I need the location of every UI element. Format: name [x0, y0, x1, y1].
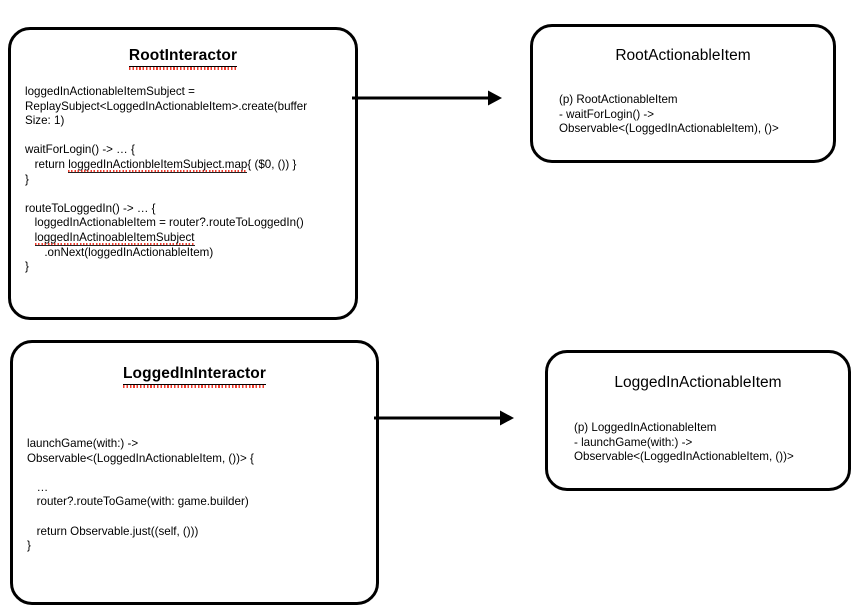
code-line: waitForLogin() -> … {	[25, 143, 135, 157]
code-line: }	[25, 260, 29, 274]
misspelled-term: loggedInActinoableItemSubject	[34, 230, 195, 246]
code-line: loggedInActionableItemSubject =	[25, 85, 195, 98]
code-line: loggedInActionableItem = router?.routeTo…	[25, 216, 304, 230]
node-root-interactor[interactable]: RootInteractor loggedInActionableItemSub…	[8, 27, 358, 320]
node-root-interactor-title-text: RootInteractor	[128, 47, 238, 70]
node-root-interactor-body: loggedInActionableItemSubject = ReplaySu…	[25, 85, 308, 274]
connector-root-to-root-actionable	[352, 90, 502, 106]
node-root-interactor-title: RootInteractor	[11, 47, 355, 70]
node-loggedin-actionable-item[interactable]: LoggedInActionableItem (p) LoggedInActio…	[545, 350, 851, 491]
node-loggedin-interactor[interactable]: LoggedInInteractor launchGame(with:) -> …	[10, 340, 379, 605]
node-loggedin-interactor-title-text: LoggedInInteractor	[122, 365, 267, 388]
node-root-actionable-item-title: RootActionableItem	[615, 47, 751, 64]
node-root-actionable-item[interactable]: RootActionableItem (p) RootActionableIte…	[530, 24, 836, 163]
node-loggedin-interactor-body: launchGame(with:) -> Observable<(LoggedI…	[27, 437, 254, 553]
connector-loggedin-to-loggedin-actionable	[374, 410, 514, 426]
node-loggedin-actionable-item-body: (p) LoggedInActionableItem - launchGame(…	[574, 421, 794, 464]
code-line: .onNext(loggedInActionableItem)	[25, 245, 214, 259]
node-loggedin-interactor-title: LoggedInInteractor	[13, 365, 376, 388]
arrowhead-icon	[488, 90, 502, 106]
node-loggedin-actionable-item-title: LoggedInActionableItem	[614, 374, 782, 391]
code-line: Size: 1)	[25, 114, 65, 128]
arrowhead-icon	[500, 410, 514, 426]
code-line: ReplaySubject<LoggedInActionableItem>.cr…	[25, 99, 308, 113]
code-line: routeToLoggedIn() -> … {	[25, 201, 156, 215]
misspelled-term: loggedInActionbleItemSubject.map	[68, 157, 248, 173]
node-root-actionable-item-body: (p) RootActionableItem - waitForLogin() …	[559, 93, 779, 136]
